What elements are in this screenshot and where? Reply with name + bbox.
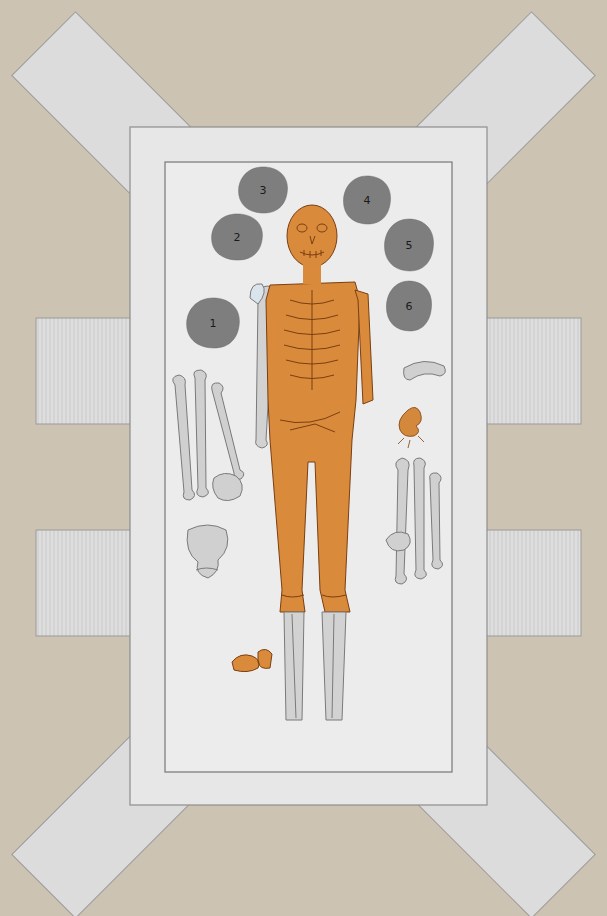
hand-bones bbox=[398, 407, 424, 448]
stone: 1 bbox=[185, 297, 241, 349]
callout-number: 4 bbox=[364, 194, 371, 207]
mummified-body bbox=[232, 205, 373, 720]
loose-bones-right bbox=[386, 361, 445, 584]
callout-number: 2 bbox=[234, 231, 241, 244]
stone-shape bbox=[212, 214, 263, 260]
stone: 6 bbox=[385, 280, 433, 332]
corner-planks bbox=[12, 12, 595, 916]
stone: 3 bbox=[237, 166, 289, 214]
callout-number: 5 bbox=[406, 239, 413, 252]
callout-number: 6 bbox=[406, 300, 413, 313]
stone-shape bbox=[239, 167, 288, 213]
stone: 4 bbox=[342, 175, 392, 225]
stone-shape bbox=[187, 298, 240, 348]
stone-shape bbox=[385, 219, 434, 271]
coffin-inner bbox=[165, 162, 452, 772]
callout-number: 3 bbox=[260, 184, 267, 197]
stone: 5 bbox=[383, 218, 435, 272]
coffin-outer bbox=[130, 127, 487, 805]
loose-bones-left bbox=[173, 370, 244, 578]
stone: 2 bbox=[210, 213, 264, 261]
stone-shape bbox=[344, 176, 391, 224]
callout-number: 1 bbox=[210, 317, 217, 330]
stone-shape bbox=[386, 281, 431, 331]
